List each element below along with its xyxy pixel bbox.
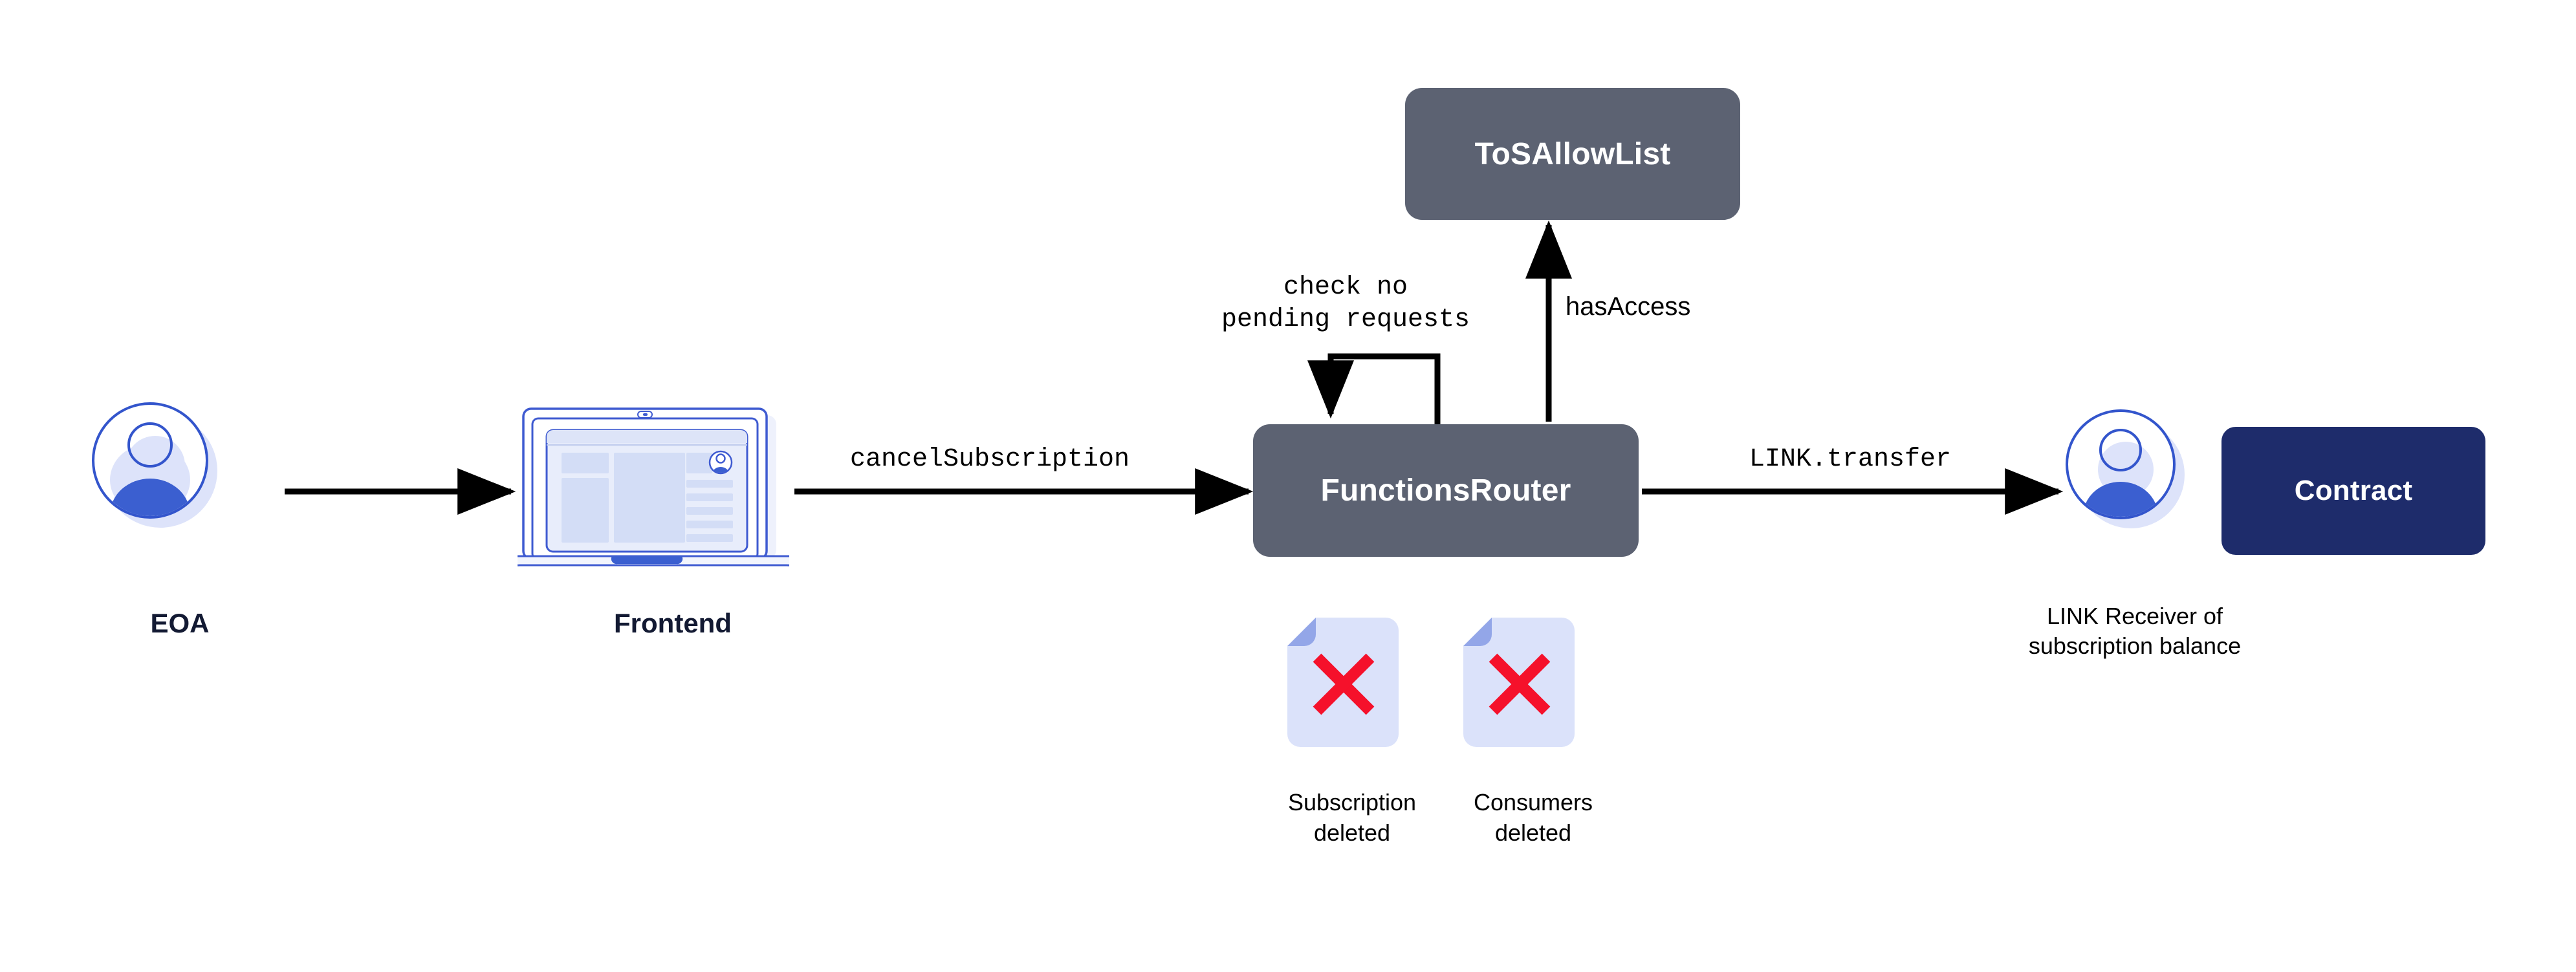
frontend-label: Frontend	[614, 608, 732, 638]
subscription-deleted-doc	[1287, 618, 1399, 747]
consumers-deleted-line1: Consumers	[1473, 789, 1593, 815]
document-deleted-icon	[1463, 618, 1575, 747]
edge-label-check-pending: check no pending requests	[1210, 272, 1481, 336]
subscription-deleted-caption: Subscription deleted	[1249, 788, 1456, 848]
document-deleted-icon	[1287, 618, 1399, 747]
link-receiver-caption-line2: subscription balance	[2028, 632, 2242, 660]
link-receiver-caption: LINK Receiver of subscription balance	[1941, 601, 2329, 661]
subscription-deleted-line1: Subscription	[1287, 789, 1417, 815]
user-avatar-icon	[2066, 409, 2185, 528]
laptop-icon	[511, 407, 796, 567]
link-receiver-caption-line1: LINK Receiver of	[2046, 603, 2223, 629]
consumers-deleted-caption: Consumers deleted	[1430, 788, 1637, 848]
consumers-deleted-doc	[1463, 618, 1575, 747]
edge-label-check-pending-line2: pending requests	[1221, 305, 1470, 334]
consumers-deleted-line2: deleted	[1494, 819, 1572, 846]
link-receiver-avatar	[2064, 407, 2193, 537]
user-avatar-icon	[92, 402, 217, 528]
frontend-laptop	[511, 401, 796, 569]
edge-router-self-loop	[1307, 353, 1441, 424]
tos-allowlist-node[interactable]: ToSAllowList	[1405, 88, 1740, 220]
eoa-avatar	[91, 401, 220, 530]
eoa-label: EOA	[150, 608, 210, 638]
subscription-deleted-line2: deleted	[1313, 819, 1391, 846]
edge-label-link-transfer: LINK.transfer	[1749, 445, 1952, 474]
edge-label-cancel-subscription: cancelSubscription	[849, 445, 1130, 474]
edge-label-check-pending-line1: check no	[1283, 273, 1408, 302]
functions-router-node[interactable]: FunctionsRouter	[1253, 424, 1639, 557]
edge-label-has-access: hasAccess	[1566, 292, 1691, 321]
contract-node[interactable]: Contract	[2221, 427, 2485, 555]
